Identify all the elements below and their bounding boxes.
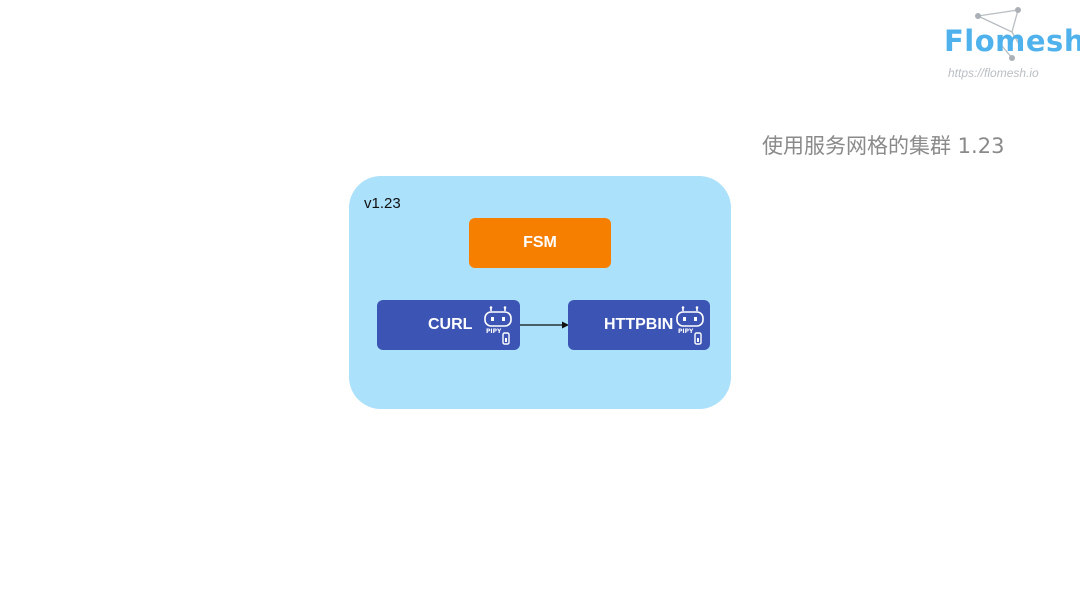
curl-node: CURL PIPY	[377, 300, 520, 350]
pipy-robot-icon: PIPY	[676, 306, 704, 345]
connection-arrow	[520, 321, 569, 329]
logo-url: https://flomesh.io	[948, 66, 1039, 80]
httpbin-node: HTTPBIN PIPY	[568, 300, 710, 350]
cluster-container	[349, 176, 731, 409]
pipy-robot-icon: PIPY	[484, 306, 512, 345]
fsm-node: FSM	[469, 218, 611, 268]
flomesh-logo: Flomesh https://flomesh.io	[940, 4, 1080, 84]
network-icon	[975, 7, 1021, 61]
fsm-label: FSM	[523, 234, 557, 251]
cluster-version-label: v1.23	[364, 195, 401, 212]
slide-title: 使用服务网格的集群 1.23	[762, 134, 1005, 158]
logo-wordmark: Flomesh	[944, 24, 1080, 58]
curl-label: CURL	[428, 316, 473, 333]
pipy-text: PIPY	[678, 328, 694, 335]
httpbin-label: HTTPBIN	[604, 316, 674, 333]
pipy-text: PIPY	[486, 328, 502, 335]
